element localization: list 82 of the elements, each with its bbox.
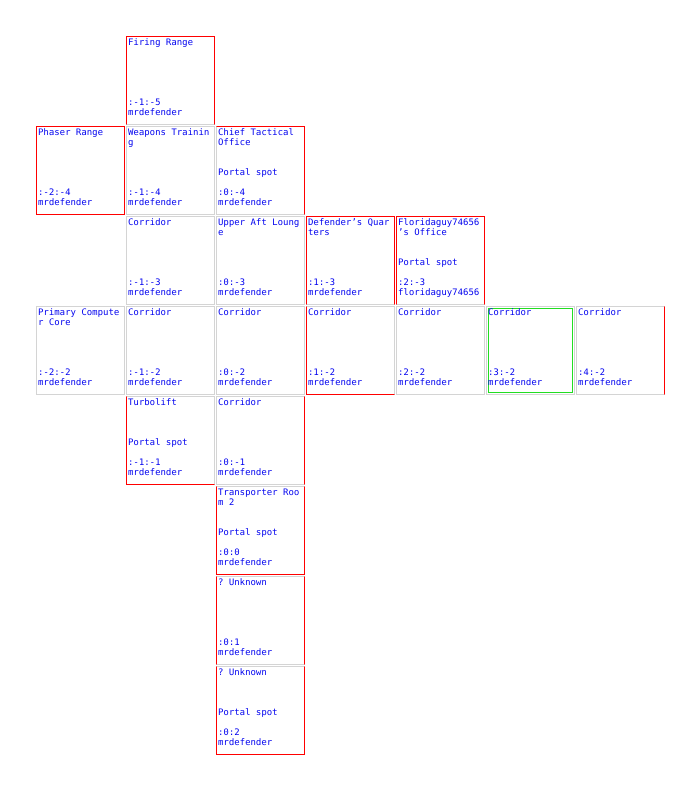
- room-cell: [306, 216, 395, 305]
- room-name: Phaser Range: [38, 128, 104, 138]
- owner-name: mrdefender: [218, 468, 272, 478]
- portal-label: Portal spot: [128, 438, 188, 448]
- room-coordinates: :-1:-3: [128, 278, 161, 288]
- owner-name: mrdefender: [218, 378, 272, 388]
- room-name: Firing Range: [128, 38, 194, 48]
- owner-name: mrdefender: [308, 288, 362, 298]
- room-cell: [576, 306, 665, 395]
- room-coordinates: :-1:-5: [128, 98, 161, 108]
- portal-label: Portal spot: [218, 708, 278, 718]
- room-cell: [126, 306, 215, 395]
- portal-label: Portal spot: [218, 528, 278, 538]
- room-name: ? Unknown: [218, 668, 268, 678]
- room-cell: [396, 216, 485, 305]
- room-coordinates: :3:-2: [488, 368, 516, 378]
- owner-name: mrdefender: [128, 378, 182, 388]
- room-cell: [216, 396, 305, 485]
- owner-name: mrdefender: [128, 288, 182, 298]
- room-name: Corridor: [578, 308, 622, 318]
- room-name: Upper Aft Lounge: [218, 218, 300, 238]
- portal-label: Portal spot: [218, 168, 278, 178]
- room-cell: [36, 306, 125, 395]
- owner-name: mrdefender: [308, 378, 362, 388]
- room-coordinates: :-2:-4: [38, 188, 71, 198]
- room-coordinates: :-1:-1: [128, 458, 161, 468]
- owner-name: mrdefender: [218, 288, 272, 298]
- room-name: Turbolift: [128, 398, 178, 408]
- owner-name: mrdefender: [128, 198, 182, 208]
- room-cell: [216, 216, 305, 305]
- owner-name: mrdefender: [218, 558, 272, 568]
- room-coordinates: :-2:-2: [38, 368, 71, 378]
- owner-name: mrdefender: [128, 108, 182, 118]
- room-name: Corridor: [218, 398, 262, 408]
- room-name: Corridor: [128, 308, 172, 318]
- room-coordinates: :0:-4: [218, 188, 246, 198]
- room-name: Chief Tactical Office: [218, 128, 295, 148]
- room-coordinates: :0:-1: [218, 458, 246, 468]
- room-name: Weapons Training: [128, 128, 210, 148]
- room-coordinates: :1:-3: [308, 278, 336, 288]
- room-name: Corridor: [128, 218, 172, 228]
- room-cell: [396, 306, 485, 395]
- owner-name: mrdefender: [38, 198, 92, 208]
- room-cell: [216, 666, 305, 755]
- room-name: Primary Computer Core: [38, 308, 120, 328]
- room-name: Corridor: [218, 308, 262, 318]
- room-coordinates: :0:2: [218, 728, 240, 738]
- room-coordinates: :1:-2: [308, 368, 336, 378]
- room-coordinates: :2:-3: [398, 278, 426, 288]
- room-name: Transporter Room 2: [218, 488, 300, 508]
- room-coordinates: :0:1: [218, 638, 240, 648]
- room-name: Corridor: [398, 308, 442, 318]
- room-cell: [126, 216, 215, 305]
- owner-name: mrdefender: [218, 738, 272, 748]
- portal-label: Portal spot: [398, 258, 458, 268]
- room-coordinates: :-1:-4: [128, 188, 161, 198]
- room-name: Floridaguy74656’s Office: [398, 218, 480, 238]
- room-name: Corridor: [308, 308, 352, 318]
- room-coordinates: :0:-3: [218, 278, 246, 288]
- owner-name: mrdefender: [218, 648, 272, 658]
- room-name: ? Unknown: [218, 578, 268, 588]
- room-cell: [216, 126, 305, 215]
- room-cell: [216, 306, 305, 395]
- room-cell: [216, 576, 305, 665]
- room-cell: [126, 396, 215, 485]
- owner-name: mrdefender: [128, 468, 182, 478]
- room-cell: [126, 126, 215, 215]
- owner-name: mrdefender: [38, 378, 92, 388]
- room-cell: [306, 306, 395, 395]
- owner-name: floridaguy74656: [398, 288, 480, 298]
- owner-name: mrdefender: [218, 198, 272, 208]
- room-coordinates: :2:-2: [398, 368, 426, 378]
- room-cell: [126, 36, 215, 125]
- room-name: Defender’s Quarters: [308, 218, 390, 238]
- owner-name: mrdefender: [398, 378, 452, 388]
- room-coordinates: :0:0: [218, 548, 240, 558]
- owner-name: mrdefender: [578, 378, 632, 388]
- room-coordinates: :4:-2: [578, 368, 606, 378]
- room-cell: [216, 486, 305, 575]
- room-coordinates: :-1:-2: [128, 368, 161, 378]
- room-coordinates: :0:-2: [218, 368, 246, 378]
- room-cell: [36, 126, 125, 215]
